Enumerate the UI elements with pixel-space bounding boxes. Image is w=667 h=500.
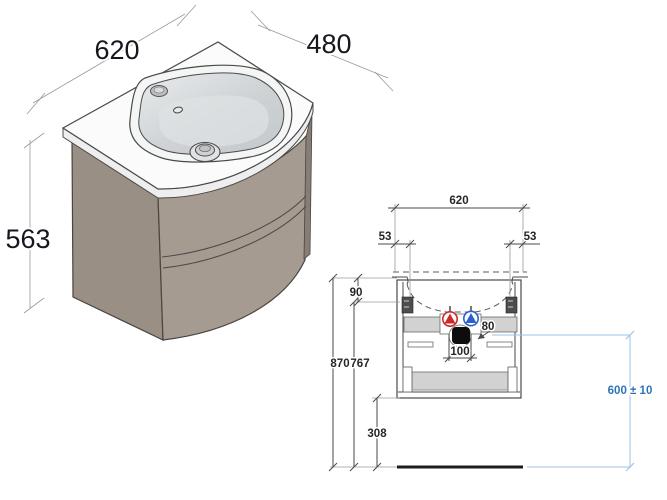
- iso-view: 620 480 563: [3, 4, 394, 341]
- runner-slot-left: [407, 341, 434, 348]
- iso-width-label: 620: [94, 35, 139, 65]
- faucet-hole-icon: [150, 85, 168, 97]
- front-dim-308: 308: [366, 393, 400, 472]
- runner-slot-right: [486, 341, 513, 348]
- front-counter-dashed: [392, 271, 528, 313]
- iso-dim-depth: 480: [250, 10, 394, 92]
- drawer-groove-upper: [161, 195, 307, 258]
- front-dim-right-offset: 53: [504, 230, 540, 297]
- front-dim-outlet-height: 600 ± 10: [492, 330, 654, 472]
- front-dim-heights: 870 767: [328, 273, 371, 472]
- drain-outlet-icon: [448, 324, 472, 348]
- iso-height-label: 563: [5, 224, 50, 254]
- front-outlet-height-label: 600 ± 10: [608, 385, 653, 397]
- basin-floor: [158, 95, 269, 147]
- overflow-hole-icon: [173, 106, 183, 114]
- front-90-label: 90: [350, 287, 363, 299]
- iso-depth-label: 480: [306, 29, 351, 59]
- front-dim-80: 80: [477, 320, 496, 340]
- front-80-label: 80: [482, 321, 495, 333]
- front-308-label: 308: [367, 428, 387, 440]
- cold-water-valve-icon: [462, 306, 479, 327]
- front-view: 620 53 53 90: [328, 194, 654, 472]
- front-left-offset-label: 53: [379, 231, 392, 243]
- front-width-label: 620: [449, 195, 468, 207]
- wall-bracket-icon-right: [505, 296, 518, 314]
- front-dim-100: 100: [443, 334, 477, 363]
- front-dim-90: 90: [333, 273, 400, 307]
- front-767-label: 767: [350, 358, 369, 370]
- iso-dim-width: 620: [26, 4, 197, 115]
- front-dim-left-offset: 53: [377, 230, 416, 297]
- front-dim-width: 620: [388, 194, 530, 272]
- front-100-label: 100: [450, 346, 469, 358]
- front-right-offset-label: 53: [524, 231, 537, 243]
- hot-water-valve-icon: [441, 306, 458, 327]
- cabinet-right-edge: [303, 111, 313, 260]
- drawer-groove-lower: [162, 205, 307, 269]
- iso-dim-height: 563: [3, 132, 53, 314]
- wall-bracket-icon-left: [401, 296, 414, 314]
- front-drawer: [402, 366, 518, 393]
- drain-plug-icon: [189, 141, 221, 163]
- front-870-label: 870: [330, 358, 349, 370]
